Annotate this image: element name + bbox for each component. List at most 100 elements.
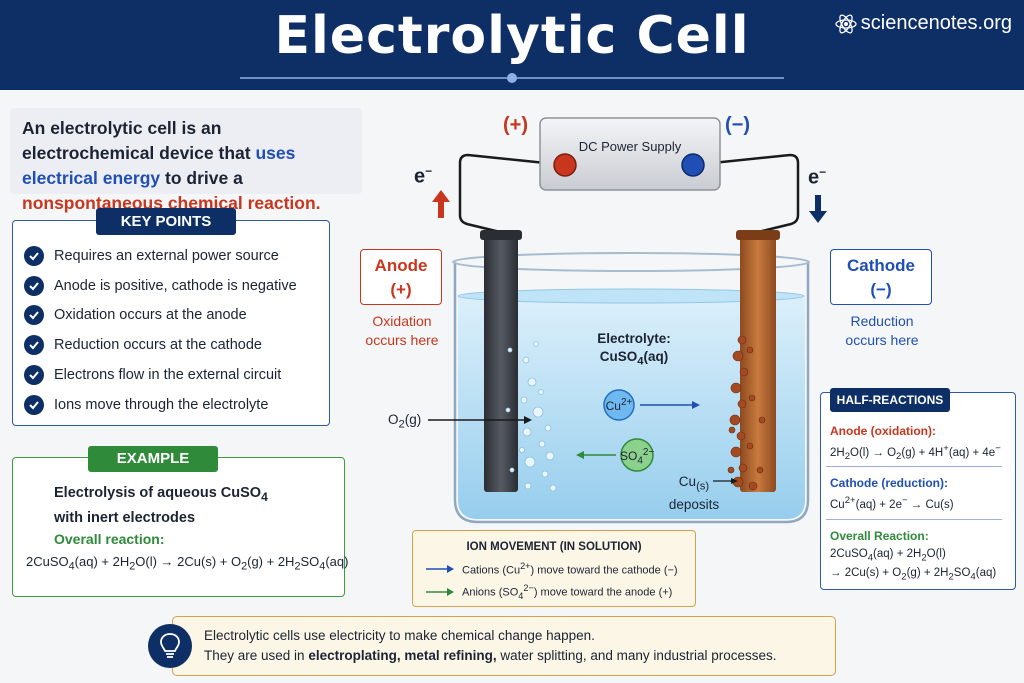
hr-overall-label: Overall Reaction: bbox=[830, 529, 929, 543]
negative-sign: (−) bbox=[725, 114, 750, 136]
anode-electrode bbox=[484, 236, 518, 492]
anions-text: Anions (SO42−) move toward the anode (+) bbox=[462, 583, 673, 601]
key-point-item: Oxidation occurs at the anode bbox=[24, 305, 247, 325]
key-point-text: Electrons flow in the external circuit bbox=[54, 367, 282, 383]
cations-direction: move toward the cathode (−) bbox=[537, 564, 678, 577]
example-line1: Electrolysis of aqueous CuSO bbox=[54, 485, 262, 501]
key-point-text: Requires an external power source bbox=[54, 248, 279, 264]
electrolyte-label-line1: Electrolyte: bbox=[597, 331, 671, 346]
hr-overall-equation-line1: 2CuSO4(aq) + 2H2O(l) bbox=[830, 548, 946, 564]
cathode-note: Reduction occurs here bbox=[832, 312, 932, 350]
check-icon bbox=[24, 335, 44, 355]
cathode-electrode bbox=[740, 236, 776, 492]
hr-anode-equation: 2H2O(l) → O2(g) + 4H+(aq) + 4e− bbox=[830, 443, 1001, 463]
green-arrow-icon bbox=[426, 587, 454, 596]
cation-ion bbox=[603, 389, 635, 421]
intro-part1: An electrolytic cell is an electrochemic… bbox=[22, 118, 256, 163]
electrolyte-formula: CuSO4(aq) bbox=[599, 349, 669, 368]
anion-label: SO42− bbox=[620, 447, 655, 467]
key-point-item: Anode is positive, cathode is negative bbox=[24, 276, 297, 296]
footer-line2-c: water splitting, and many industrial pro… bbox=[496, 648, 777, 663]
beaker bbox=[453, 262, 810, 524]
anode-note: Oxidation occurs here bbox=[352, 312, 452, 350]
electrolyte-surface bbox=[457, 288, 805, 304]
ion-movement-anions: Anions (SO42−) move toward the anode (+) bbox=[426, 583, 672, 601]
footer-line2-b: electroplating, metal refining, bbox=[308, 648, 497, 663]
power-supply-body bbox=[539, 117, 721, 191]
ion-movement-title: ION MOVEMENT (IN SOLUTION) bbox=[466, 541, 642, 553]
cations-text: Cations (Cu2+) move toward the cathode (… bbox=[462, 561, 678, 577]
key-point-item: Reduction occurs at the cathode bbox=[24, 335, 262, 355]
half-reactions-panel bbox=[820, 392, 1016, 590]
page-title: Electrolytic Cell bbox=[274, 6, 750, 66]
anion-ion bbox=[620, 438, 654, 472]
cu-deposit-label: Cu(s) deposits bbox=[664, 473, 724, 514]
anode-wire bbox=[458, 153, 566, 234]
example-panel bbox=[12, 457, 345, 597]
brand-name: sciencenotes.org bbox=[860, 12, 1012, 34]
cu-deposit-formula: Cu(s) bbox=[678, 474, 710, 493]
beaker-rim bbox=[452, 252, 810, 272]
anode-note-line2: occurs here bbox=[365, 332, 439, 348]
blue-arrow-icon bbox=[426, 564, 454, 573]
cathode-cap bbox=[736, 230, 780, 240]
cathode-sign: (−) bbox=[870, 280, 892, 299]
check-icon bbox=[24, 395, 44, 415]
intro-highlight-energy: uses electrical energy bbox=[22, 143, 296, 188]
anode-note-line1: Oxidation bbox=[372, 313, 432, 329]
key-point-text: Anode is positive, cathode is negative bbox=[54, 278, 297, 294]
footer-panel bbox=[172, 616, 836, 676]
anode-label-box: Anode (+) bbox=[360, 249, 442, 305]
o2-label: O2(g) bbox=[388, 412, 422, 431]
anode-name: Anode bbox=[374, 256, 428, 275]
key-point-text: Oxidation occurs at the anode bbox=[54, 307, 247, 323]
cations-word: Cations bbox=[462, 564, 500, 577]
electron-label-cathode: e− bbox=[808, 165, 827, 189]
arrow-down-icon bbox=[809, 195, 827, 223]
oxygen-bubbles bbox=[505, 341, 557, 492]
electron-label-anode: e− bbox=[414, 164, 433, 188]
cu-pointer-head bbox=[731, 478, 738, 484]
hr-cathode-label: Cathode (reduction): bbox=[830, 476, 948, 490]
cathode-name: Cathode bbox=[847, 256, 915, 275]
anode-cap bbox=[480, 230, 522, 240]
key-points-title: KEY POINTS bbox=[96, 208, 236, 235]
hr-anode-label: Anode (oxidation): bbox=[830, 424, 936, 438]
cation-arrow-head bbox=[692, 401, 700, 409]
arrow-up-icon bbox=[432, 190, 450, 218]
key-point-item: Ions move through the electrolyte bbox=[24, 395, 268, 415]
key-point-text: Ions move through the electrolyte bbox=[54, 397, 269, 413]
lightbulb-icon bbox=[148, 624, 192, 668]
footer-line1: Electrolytic cells use electricity to ma… bbox=[204, 628, 595, 643]
brand-logo[interactable]: sciencenotes.org bbox=[835, 12, 1012, 35]
electrolyte-label: Electrolyte: CuSO4(aq) bbox=[576, 330, 692, 371]
o2-symbol: O bbox=[388, 412, 399, 427]
atom-icon bbox=[835, 13, 857, 34]
hr-divider bbox=[826, 519, 1002, 520]
hr-overall-equation-line2: → 2Cu(s) + O2(g) + 2H2SO4(aq) bbox=[830, 567, 997, 583]
check-icon bbox=[24, 246, 44, 266]
cation-symbol: Cu bbox=[605, 399, 621, 413]
anions-direction: move toward the anode (+) bbox=[540, 586, 673, 599]
key-point-text: Reduction occurs at the cathode bbox=[54, 337, 262, 353]
example-line2: with inert electrodes bbox=[54, 509, 196, 526]
key-point-item: Electrons flow in the external circuit bbox=[24, 365, 281, 385]
anode-sign: (+) bbox=[390, 280, 412, 299]
example-overall-reaction: 2CuSO4(aq) + 2H2O(l) → 2Cu(s) + O2(g) + … bbox=[26, 554, 349, 573]
anion-arrow-head bbox=[576, 451, 584, 459]
hr-divider bbox=[826, 466, 1002, 467]
ion-movement-panel bbox=[412, 530, 696, 607]
anions-word: Anions bbox=[462, 586, 496, 599]
cathode-label-box: Cathode (−) bbox=[830, 249, 932, 305]
cathode-note-line1: Reduction bbox=[850, 313, 914, 329]
check-icon bbox=[24, 305, 44, 325]
negative-terminal bbox=[681, 153, 705, 177]
footer-line2-a: They are used in bbox=[204, 648, 309, 663]
check-icon bbox=[24, 365, 44, 385]
o2-pointer-head bbox=[524, 416, 532, 424]
positive-terminal bbox=[553, 153, 577, 177]
electron-symbol: e bbox=[808, 166, 820, 189]
half-reactions-title: HALF-REACTIONS bbox=[830, 388, 950, 412]
example-line1-sub: 4 bbox=[261, 489, 268, 504]
hr-cathode-equation: Cu2+(aq) + 2e− → Cu(s) bbox=[830, 495, 954, 511]
